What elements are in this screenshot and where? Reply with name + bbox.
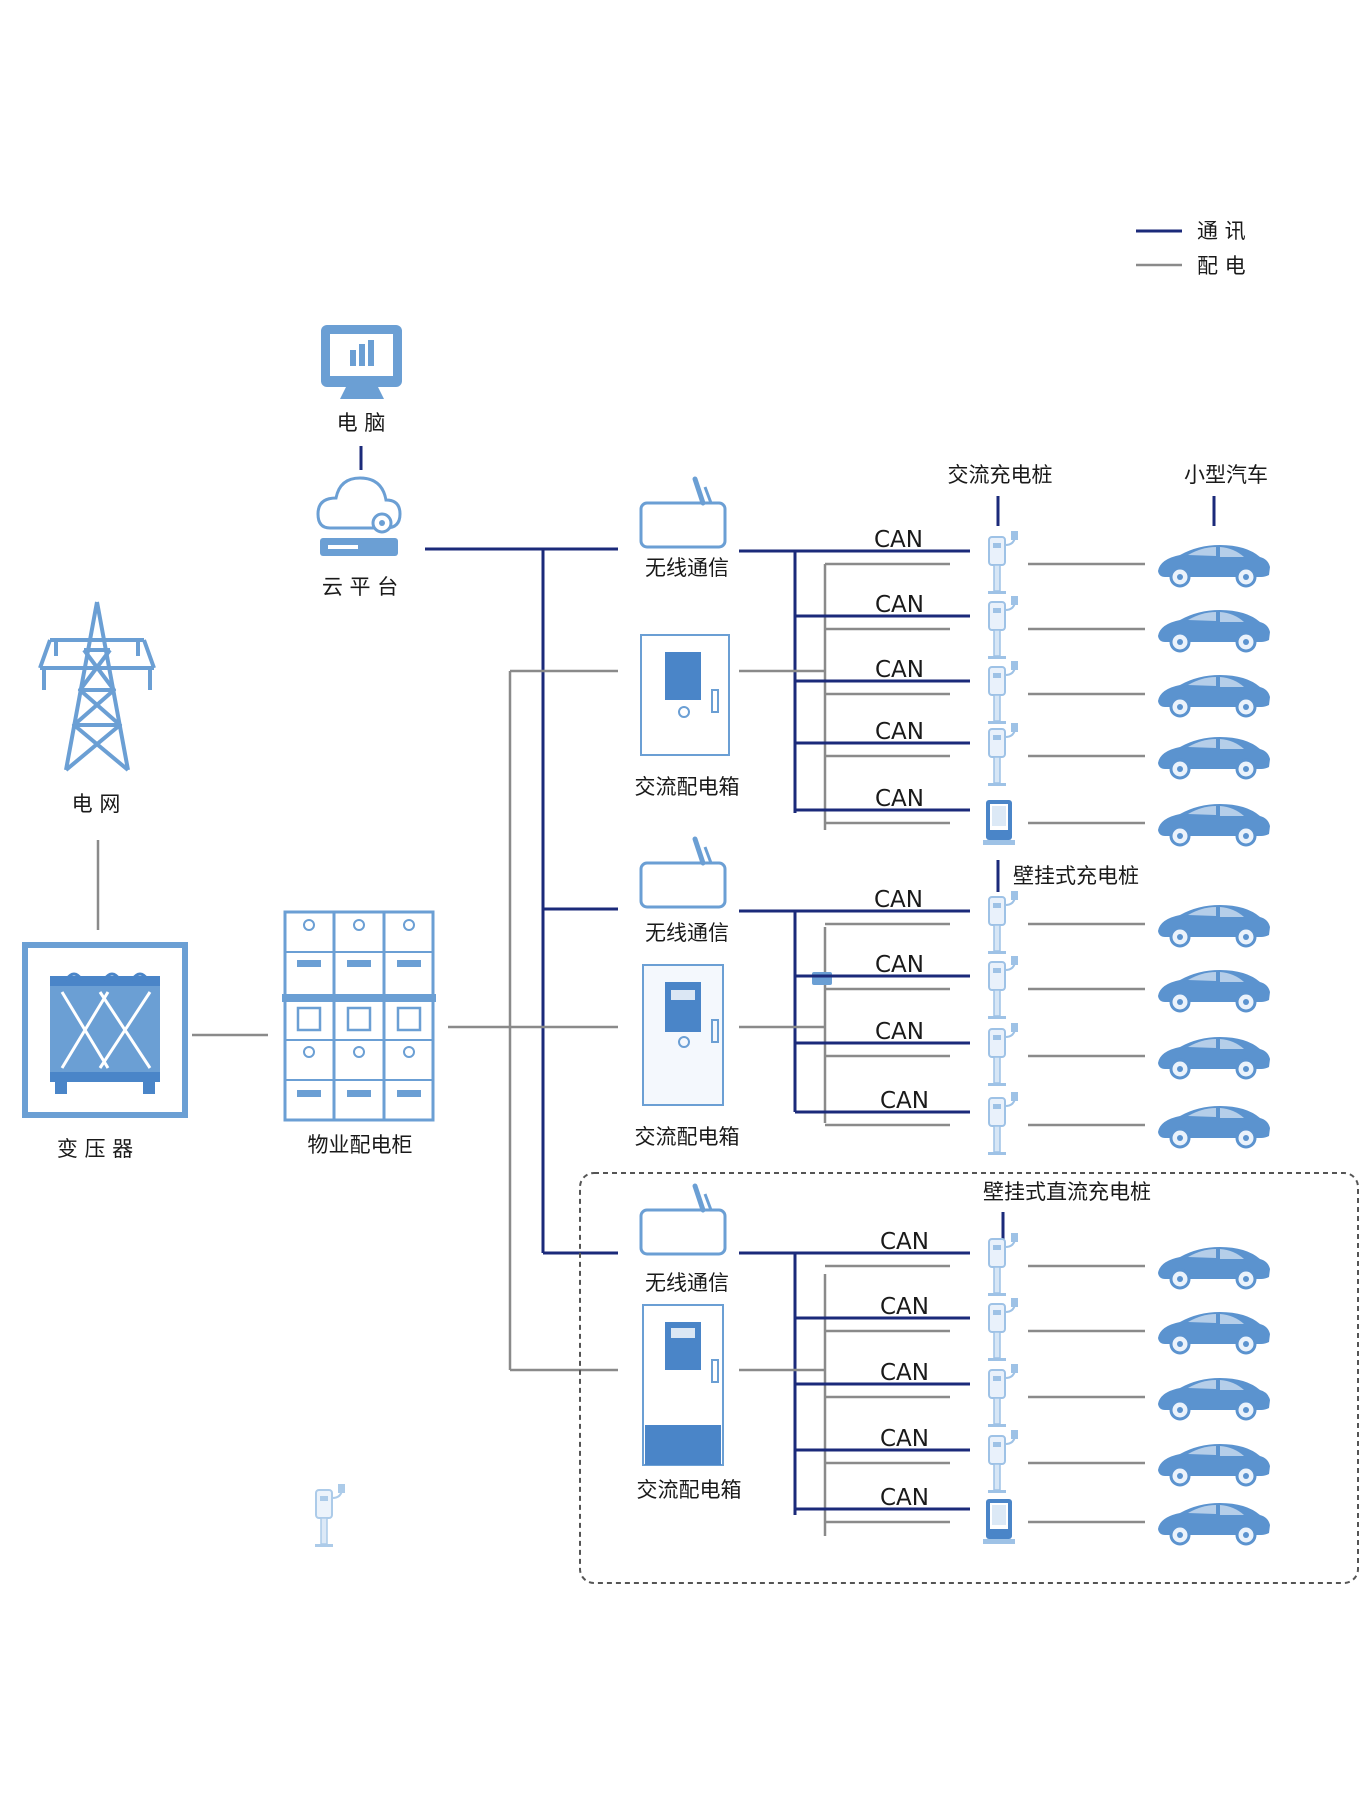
car-icon: [1156, 673, 1272, 718]
can-label: CAN: [875, 657, 924, 683]
charging-pile-icon: [987, 1091, 1019, 1156]
distribution-box-label-1: 交流配电箱: [635, 775, 740, 799]
transformer-label: 变 压 器: [57, 1137, 133, 1161]
can-label: CAN: [874, 527, 923, 553]
transformer-icon: [22, 942, 188, 1118]
wireless-label-2: 无线通信: [645, 921, 729, 945]
charger-row: CAN: [795, 786, 1272, 847]
wall-ac-charger-label: 壁挂式充电桩: [1013, 864, 1139, 888]
ac-charger-label: 交流充电桩: [948, 463, 1053, 487]
car-icon: [1156, 903, 1272, 948]
wall-dc-charger-label: 壁挂式直流充电桩: [983, 1180, 1151, 1204]
transmission-tower-icon: [38, 601, 156, 772]
charging-pile-icon: [987, 955, 1019, 1020]
charging-pile-icon: [987, 1429, 1019, 1494]
car-icon: [1156, 735, 1272, 780]
wireless-module-icon: [641, 839, 725, 907]
wall-charger-icon: [983, 1499, 1015, 1544]
charger-rows: CAN CAN CAN CAN CAN CAN CAN CAN CAN CAN CAN CAN CAN C…: [795, 527, 1272, 1546]
car-icon: [1156, 1501, 1272, 1546]
can-label: CAN: [874, 887, 923, 913]
monitor-icon: [812, 972, 832, 985]
can-label: CAN: [880, 1229, 929, 1255]
wireless-module-icon: [641, 479, 725, 547]
car-icon: [1156, 1245, 1272, 1290]
car-icon: [1156, 543, 1272, 588]
property-cabinet-label: 物业配电柜: [308, 1133, 413, 1157]
charging-pile-icon: [987, 1297, 1019, 1362]
distribution-box-icon: [642, 1304, 724, 1466]
can-label: CAN: [880, 1426, 929, 1452]
wireless-label-3: 无线通信: [645, 1271, 729, 1295]
computer-label: 电 脑: [337, 411, 386, 435]
cloud-platform-label: 云 平 台: [322, 575, 398, 599]
can-label: CAN: [880, 1360, 929, 1386]
legend-communication-label: 通 讯: [1197, 219, 1246, 243]
communication-trunk: [425, 547, 618, 1255]
wireless-label-1: 无线通信: [645, 556, 729, 580]
wall-charger-icon: [983, 800, 1015, 845]
can-label: CAN: [875, 1019, 924, 1045]
distribution-box-label-2: 交流配电箱: [635, 1125, 740, 1149]
small-car-label: 小型汽车: [1184, 463, 1268, 487]
legend-power-label: 配 电: [1197, 254, 1246, 278]
charging-pile-icon: [987, 660, 1019, 725]
charger-row: CAN: [795, 887, 1272, 955]
charging-pile-icon: [987, 1232, 1019, 1297]
distribution-box-label-3: 交流配电箱: [637, 1478, 742, 1502]
charger-row: CAN: [795, 592, 1272, 660]
charger-row: CAN: [795, 1019, 1272, 1087]
charging-pile-icon: [987, 1022, 1019, 1087]
charging-pile-icon: [987, 722, 1019, 787]
can-label: CAN: [875, 786, 924, 812]
charging-pile-icon: [987, 1363, 1019, 1428]
power-grid-label: 电 网: [72, 792, 121, 816]
wireless-module-icon: [641, 1186, 725, 1254]
charging-pile-icon: [314, 1483, 346, 1548]
distribution-cabinet-icon: [282, 910, 436, 1122]
can-label: CAN: [880, 1294, 929, 1320]
charger-row: CAN: [795, 1360, 1272, 1428]
group-3-bus: [739, 1251, 827, 1536]
charging-pile-icon: [987, 530, 1019, 595]
can-label: CAN: [875, 592, 924, 618]
legend: 通 讯 配 电: [1136, 219, 1246, 278]
cloud-server-icon: [316, 476, 402, 556]
power-trunk: [448, 669, 618, 1372]
charger-row: CAN: [795, 719, 1272, 787]
charger-row: CAN: [795, 1229, 1272, 1297]
group-1-bus: [739, 549, 827, 830]
dc-charging-region: [579, 1172, 1359, 1584]
car-icon: [1156, 1310, 1272, 1355]
distribution-box-icon: [640, 634, 730, 756]
can-label: CAN: [875, 719, 924, 745]
charger-row: CAN: [795, 952, 1272, 1020]
car-icon: [1156, 608, 1272, 653]
car-icon: [1156, 968, 1272, 1013]
charger-row: CAN: [795, 657, 1272, 725]
can-label: CAN: [875, 952, 924, 978]
car-icon: [1156, 1035, 1272, 1080]
can-label: CAN: [880, 1485, 929, 1511]
computer-icon: [321, 325, 402, 399]
car-icon: [1156, 1376, 1272, 1421]
can-label: CAN: [880, 1088, 929, 1114]
car-icon: [1156, 802, 1272, 847]
group-2-bus: [739, 909, 832, 1123]
car-icon: [1156, 1442, 1272, 1487]
distribution-box-icon: [642, 964, 724, 1106]
charging-pile-icon: [987, 890, 1019, 955]
charger-row: CAN: [795, 1088, 1272, 1156]
charger-row: CAN: [795, 1426, 1272, 1494]
charging-pile-icon: [987, 595, 1019, 660]
charger-row: CAN: [795, 1485, 1272, 1546]
charger-row: CAN: [795, 527, 1272, 595]
charger-row: CAN: [795, 1294, 1272, 1362]
car-icon: [1156, 1104, 1272, 1149]
